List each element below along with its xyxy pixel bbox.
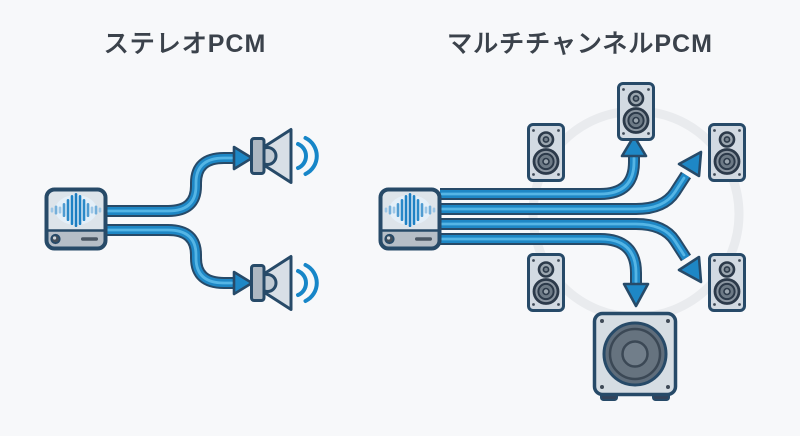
screw-icons [600,319,670,389]
horn-speaker-icon-bottom [249,254,319,312]
audio-source-waveform-icon [378,187,442,251]
bookshelf-speaker-icon-front-right [708,123,746,182]
bookshelf-speaker-icon-center [617,82,655,141]
multichannel-pcm-title: マルチチャンネルPCM [447,30,713,58]
bookshelf-speaker-icon-front-left [527,123,565,182]
horn-speaker-icon-top [249,127,319,185]
signal-arrow-rear-right-channel [440,218,703,284]
audio-source-waveform-icon [44,187,108,251]
stereo-diagram [44,127,319,312]
signal-arrow-front-right-channel [440,150,703,215]
stereo-pcm-title: ステレオPCM [103,30,267,58]
bookshelf-speaker-icon-rear-left [527,253,565,312]
subwoofer-icon [592,311,678,401]
multichannel-diagram [378,82,746,401]
signal-arrow-subwoofer-channel [440,233,650,308]
signal-arrow-right-channel [106,224,254,296]
signal-arrow-center-channel [440,134,648,200]
bookshelf-speaker-icon-rear-right [708,253,746,312]
signal-arrow-left-channel [106,145,254,217]
